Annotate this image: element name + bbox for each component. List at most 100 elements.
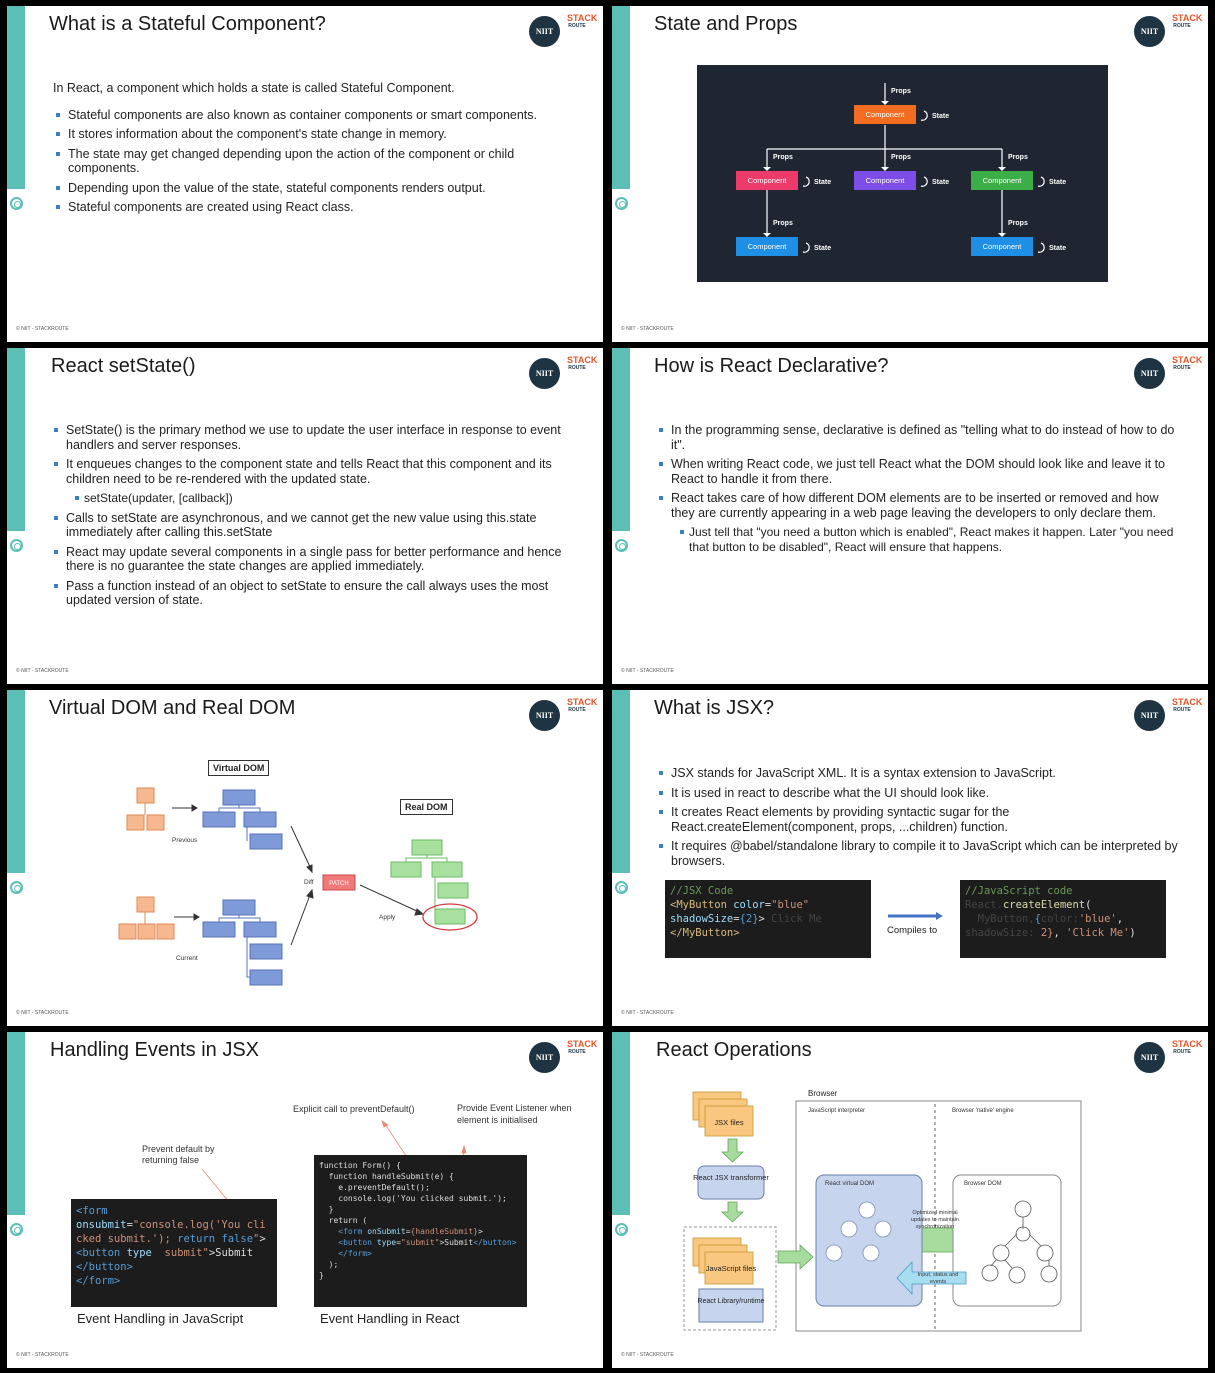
component-label: Component bbox=[748, 176, 788, 185]
bullet: It requires @babel/standalone library to… bbox=[656, 839, 1186, 868]
slide-title: What is a Stateful Component? bbox=[49, 13, 326, 35]
slide-body: In the programming sense, declarative is… bbox=[656, 423, 1176, 559]
niit-logo-badge: NIIT bbox=[1134, 700, 1165, 731]
bullet: SetState() is the primary method we use … bbox=[51, 423, 591, 452]
react-event-code: function Form() { function handleSubmit(… bbox=[314, 1155, 527, 1307]
previous-label: Previous bbox=[172, 837, 198, 844]
slide-body: In React, a component which holds a stat… bbox=[53, 81, 583, 220]
sub-bullet: Just tell that "you need a button which … bbox=[656, 525, 1176, 554]
bullet: It creates React elements by providing s… bbox=[656, 805, 1186, 834]
footer: © NIIT - STACKROUTE bbox=[16, 1352, 69, 1358]
footer: © NIIT - STACKROUTE bbox=[621, 326, 674, 332]
jsx-files-label: JSX files bbox=[714, 1118, 743, 1127]
props-label: Props bbox=[891, 154, 911, 161]
apply-label: Apply bbox=[379, 914, 396, 921]
bullet: React takes care of how different DOM el… bbox=[656, 491, 1176, 520]
bullet: Depending upon the value of the state, s… bbox=[53, 181, 583, 196]
state-label: State bbox=[1049, 179, 1066, 186]
footer: © NIIT - STACKROUTE bbox=[16, 1010, 69, 1016]
accent-strip bbox=[7, 348, 25, 531]
niit-logo-badge: NIIT bbox=[1134, 16, 1165, 47]
patch-label: PATCH bbox=[329, 881, 348, 887]
jsx-code-block: //JSX Code <MyButton color="blue" shadow… bbox=[665, 880, 871, 958]
slide-body: JSX stands for JavaScript XML. It is a s… bbox=[656, 766, 1186, 873]
props-label: Props bbox=[1008, 154, 1028, 161]
niit-logo-badge: NIIT bbox=[529, 358, 560, 389]
component-label: Component bbox=[866, 110, 906, 119]
niit-logo-badge: NIIT bbox=[529, 16, 560, 47]
slide-title: How is React Declarative? bbox=[654, 355, 889, 377]
slide-title: Handling Events in JSX bbox=[50, 1039, 260, 1061]
intro-text: In React, a component which holds a stat… bbox=[53, 81, 455, 95]
bullet-list: In the programming sense, declarative is… bbox=[656, 423, 1176, 554]
state-label: State bbox=[932, 113, 949, 120]
real-dom-box: Real DOM bbox=[400, 799, 453, 815]
bullet: The state may get changed depending upon… bbox=[53, 147, 583, 176]
jsx-transformer-label: React JSX transformer bbox=[693, 1173, 769, 1182]
niit-logo-badge: NIIT bbox=[529, 700, 560, 731]
react-operations-diagram: JSX files JavaScript files React JSX tra… bbox=[683, 1089, 1082, 1332]
bullet: In the programming sense, declarative is… bbox=[656, 423, 1176, 452]
target-icon bbox=[615, 1223, 628, 1236]
state-props-diagram: Props Props Props Props Props Props Comp… bbox=[697, 65, 1108, 282]
compiles-to-label: Compiles to bbox=[887, 925, 938, 936]
bullet: Stateful components are also known as co… bbox=[53, 108, 583, 123]
target-icon bbox=[615, 881, 628, 894]
component-label: Component bbox=[983, 176, 1023, 185]
javascript-code-block: //JavaScript code React.createElement( M… bbox=[960, 880, 1166, 958]
target-icon bbox=[10, 197, 23, 210]
accent-strip bbox=[7, 690, 25, 873]
target-icon bbox=[10, 1223, 23, 1236]
target-icon bbox=[615, 197, 628, 210]
js-caption: Event Handling in JavaScript bbox=[77, 1311, 244, 1326]
component-label: Component bbox=[866, 176, 906, 185]
sub-bullet: setState(updater, [callback]) bbox=[51, 491, 591, 506]
event-listener-annotation: Provide Event Listener when element is i… bbox=[457, 1103, 572, 1125]
input-events-label: Input, status and events bbox=[917, 1272, 959, 1285]
virtual-dom-label: React virtual DOM bbox=[825, 1181, 874, 1187]
target-icon bbox=[615, 539, 628, 552]
footer: © NIIT - STACKROUTE bbox=[16, 326, 69, 332]
footer: © NIIT - STACKROUTE bbox=[16, 668, 69, 674]
browser-label: Browser bbox=[808, 1089, 838, 1098]
js-interpreter-label: JavaScript interpreter bbox=[808, 1108, 865, 1114]
footer: © NIIT - STACKROUTE bbox=[621, 668, 674, 674]
slide-title: React Operations bbox=[656, 1039, 812, 1061]
state-label: State bbox=[814, 179, 831, 186]
state-label: State bbox=[932, 179, 949, 186]
niit-logo-badge: NIIT bbox=[1134, 358, 1165, 389]
prevent-default-annotation: Prevent default by returning false bbox=[142, 1144, 215, 1165]
browser-dom-label: Browser DOM bbox=[964, 1181, 1002, 1187]
bullet: When writing React code, we just tell Re… bbox=[656, 457, 1176, 486]
js-files-label: JavaScript files bbox=[706, 1264, 757, 1273]
accent-strip bbox=[612, 348, 630, 531]
bullet-list: JSX stands for JavaScript XML. It is a s… bbox=[656, 766, 1186, 868]
accent-strip bbox=[612, 690, 630, 873]
react-runtime-label: React Library/runtime bbox=[698, 1298, 765, 1305]
footer: © NIIT - STACKROUTE bbox=[621, 1352, 674, 1358]
diff-label: Diff bbox=[304, 879, 314, 886]
bullet: Stateful components are created using Re… bbox=[53, 200, 583, 215]
bullet: Calls to setState are asynchronous, and … bbox=[51, 511, 591, 540]
component-label: Component bbox=[983, 242, 1023, 251]
accent-strip bbox=[7, 1032, 25, 1215]
target-icon bbox=[10, 539, 23, 552]
bullet: Pass a function instead of an object to … bbox=[51, 579, 591, 608]
